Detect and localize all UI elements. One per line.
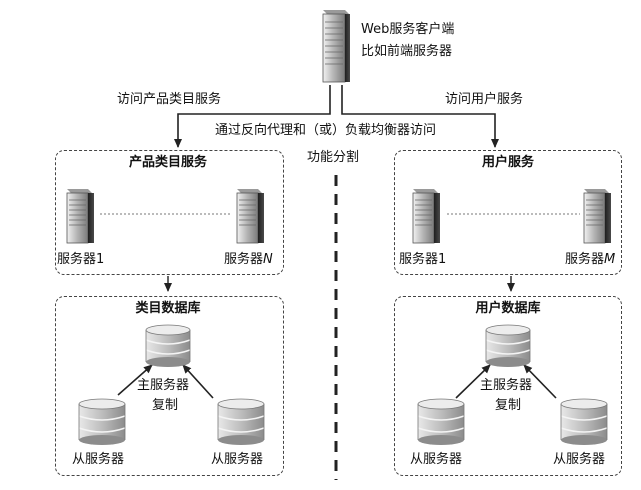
user-service-box xyxy=(394,150,622,275)
product-server-n-prefix: 服务器 xyxy=(224,252,264,267)
user-slave-right-label: 从服务器 xyxy=(553,452,606,467)
server-tower-icon xyxy=(322,10,350,83)
database-slave-icon xyxy=(560,398,608,445)
database-master-icon xyxy=(485,324,531,367)
product-server-n-suffix: N xyxy=(263,252,273,267)
client-label-line2: 比如前端服务器 xyxy=(361,44,453,59)
connector-to-product-service xyxy=(174,85,331,148)
server-tower-icon xyxy=(583,189,611,244)
user-service-title: 用户服务 xyxy=(481,155,535,170)
user-slave-left-label: 从服务器 xyxy=(410,452,463,467)
product-service-box xyxy=(55,150,284,275)
product-server-1-label: 服务器1 xyxy=(57,252,105,267)
connector-to-user-service xyxy=(341,85,499,148)
user-server-1-label: 服务器1 xyxy=(399,252,447,267)
edge-label-product: 访问产品类目服务 xyxy=(117,92,222,107)
category-db-box xyxy=(55,296,284,476)
edge-label-user: 访问用户服务 xyxy=(445,92,524,107)
client-label-line1: Web服务客户端 xyxy=(361,22,455,37)
user-db-box xyxy=(394,296,622,476)
database-slave-icon xyxy=(217,398,265,445)
database-slave-icon xyxy=(78,398,126,445)
database-master-icon xyxy=(145,324,191,367)
right-repl-arrow-a xyxy=(455,364,491,399)
category-db-title: 类目数据库 xyxy=(135,301,201,316)
category-replication-label: 复制 xyxy=(152,398,179,413)
category-master-label: 主服务器 xyxy=(137,378,190,393)
user-server-m-prefix: 服务器 xyxy=(565,252,605,267)
user-master-label: 主服务器 xyxy=(480,378,533,393)
client-connectors xyxy=(174,85,499,148)
left-repl-arrow-b xyxy=(182,364,214,399)
right-repl-arrow-b xyxy=(523,364,557,399)
functional-split-label: 功能分割 xyxy=(307,150,360,165)
category-slave-left-label: 从服务器 xyxy=(72,452,125,467)
server-tower-icon xyxy=(66,189,94,244)
server-tower-icon xyxy=(412,189,440,244)
category-slave-right-label: 从服务器 xyxy=(211,452,264,467)
edge-label-proxy: 通过反向代理和（或）负载均衡器访问 xyxy=(215,123,437,138)
left-repl-arrow-a xyxy=(117,364,153,396)
product-service-title: 产品类目服务 xyxy=(128,155,208,170)
replication-arrows xyxy=(117,364,557,399)
user-db-title: 用户数据库 xyxy=(475,301,541,316)
product-server-n-label: 服务器N xyxy=(224,252,273,268)
database-slave-icon xyxy=(417,398,465,445)
server-tower-icon xyxy=(236,189,264,244)
user-server-m-suffix: M xyxy=(604,252,616,267)
user-replication-label: 复制 xyxy=(495,398,522,413)
user-server-m-label: 服务器M xyxy=(565,252,615,268)
